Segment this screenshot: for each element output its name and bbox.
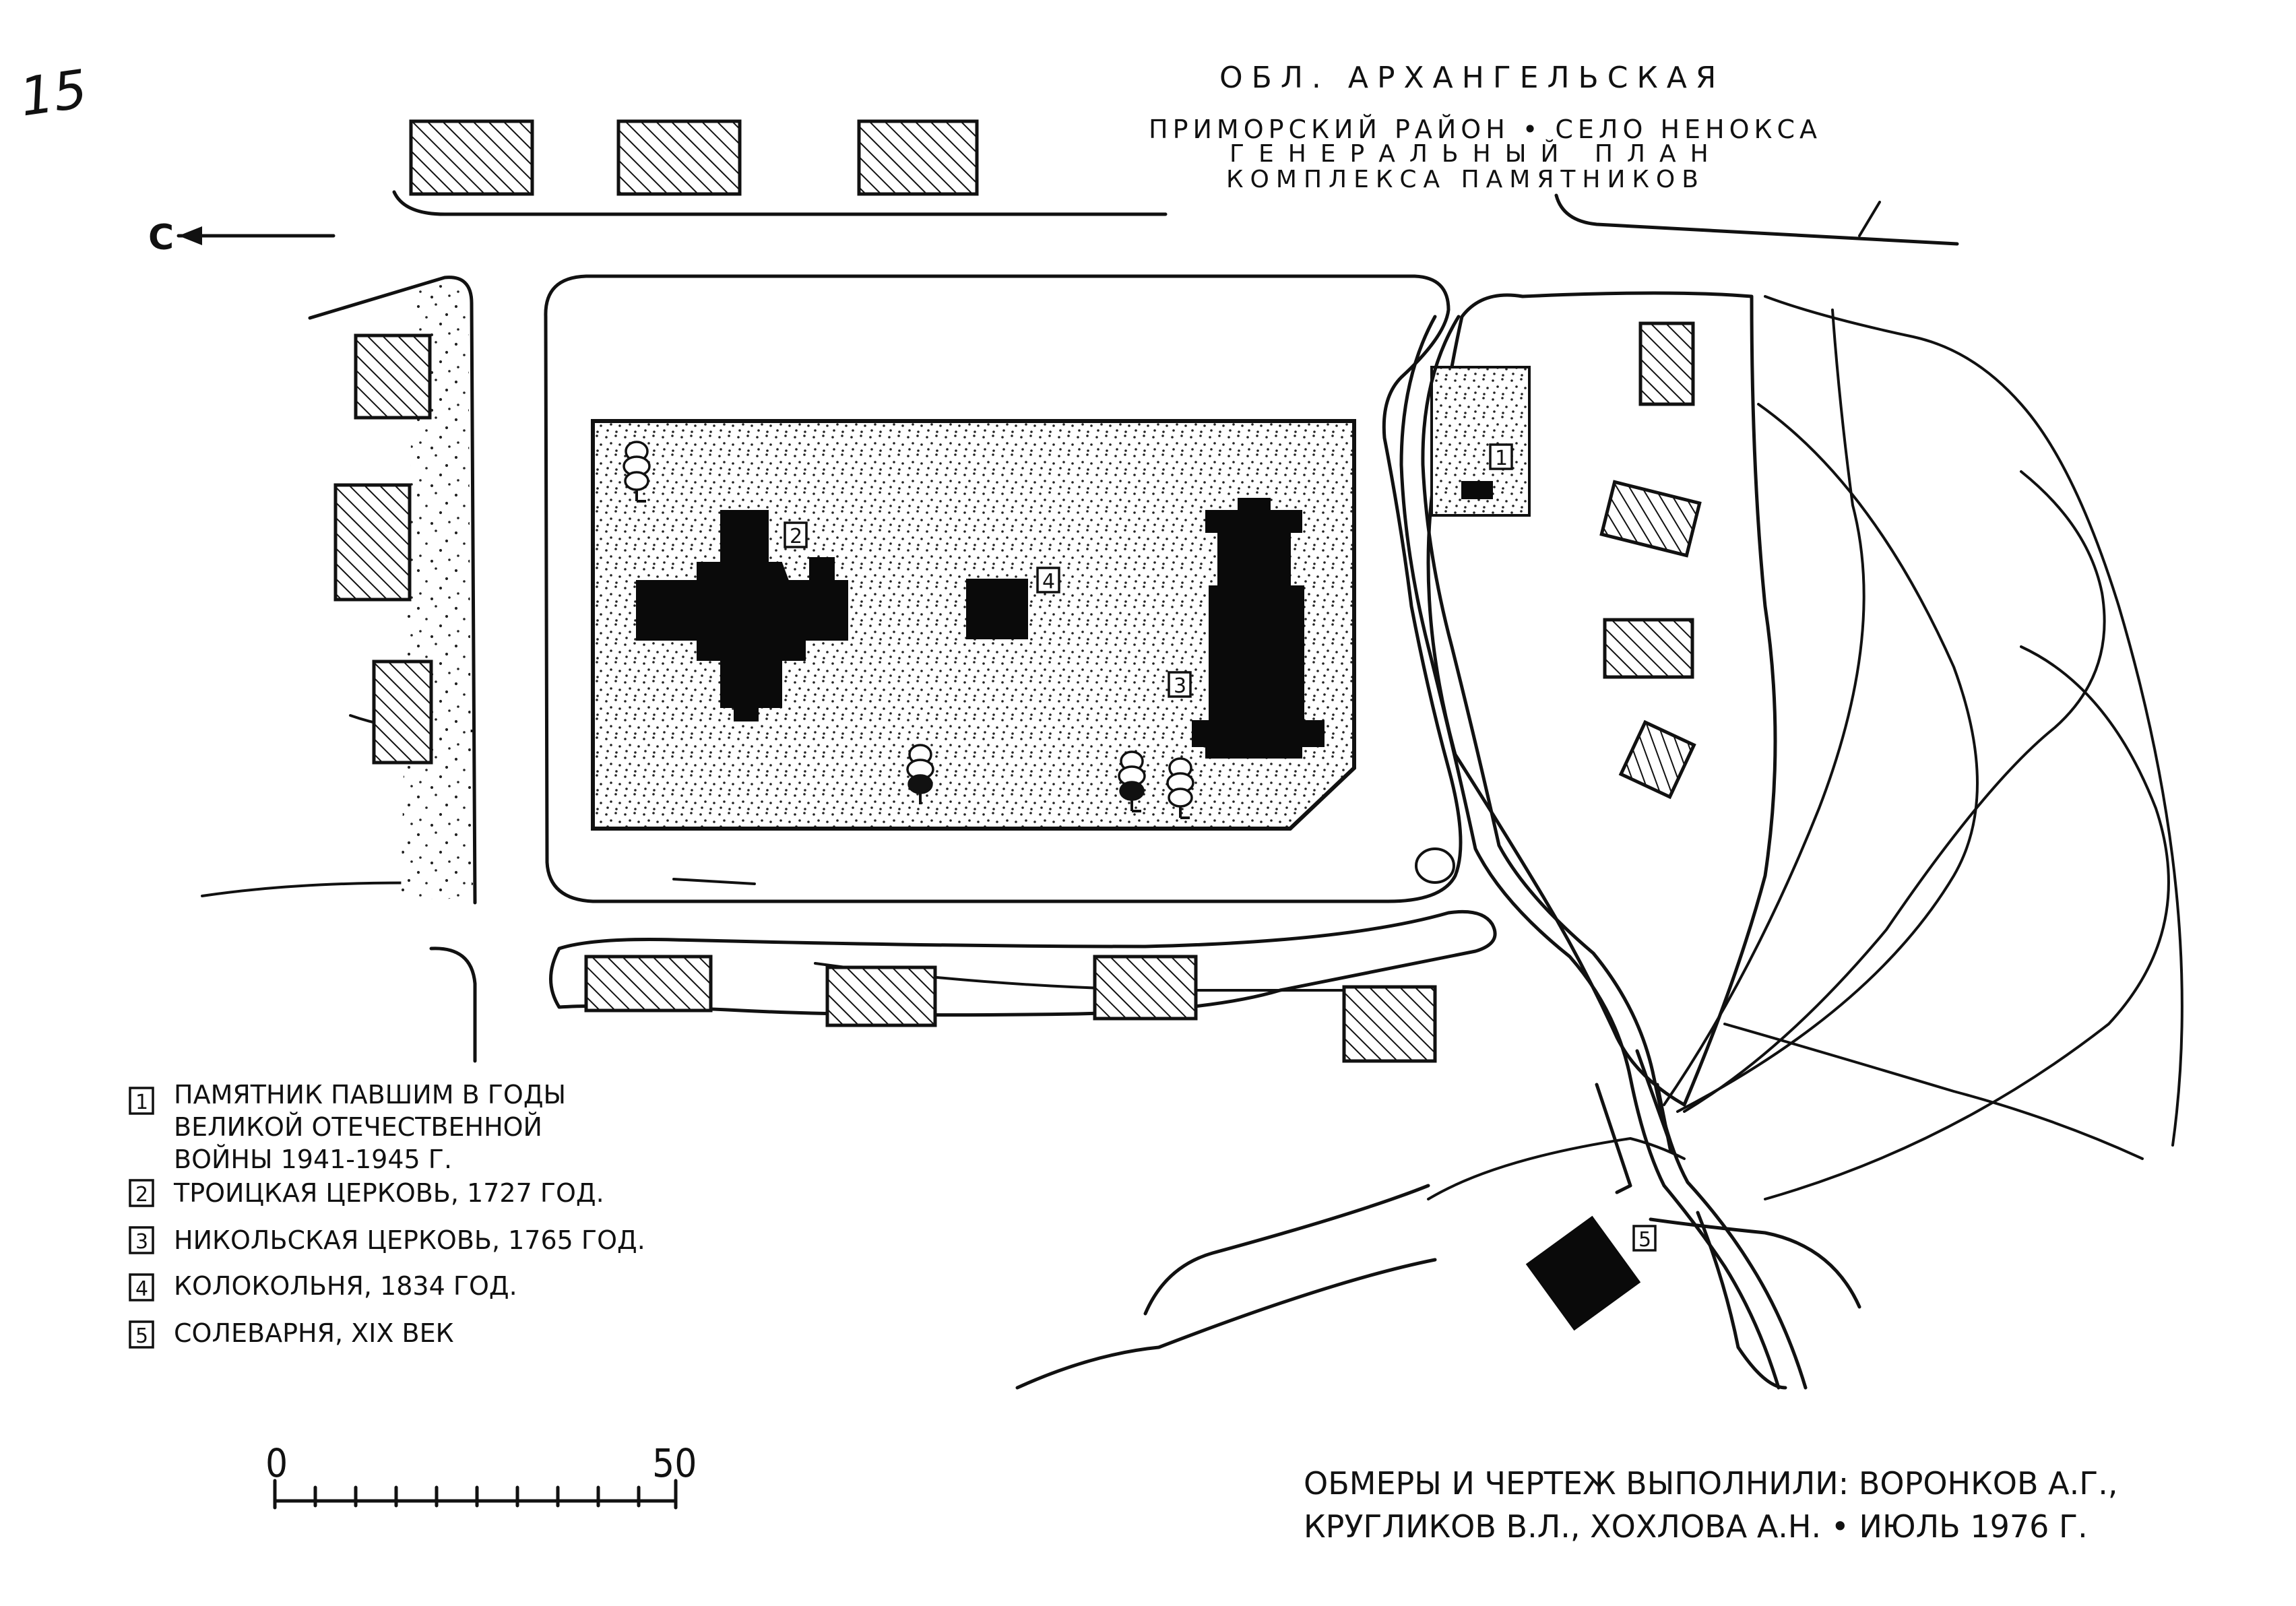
salt-works <box>1525 1215 1641 1331</box>
legend-item-1: 1 ПАМЯТНИК ПАВШИМ В ГОДЫ ВЕЛИКОЙ ОТЕЧЕСТ… <box>129 1080 566 1174</box>
trinity-church <box>636 510 848 721</box>
nicholas-church <box>1192 498 1325 759</box>
marker-3: 3 <box>1168 671 1192 698</box>
houses <box>333 119 1702 1063</box>
house <box>616 119 742 196</box>
road-lines <box>201 190 2183 1390</box>
house <box>354 333 432 420</box>
tree-icon <box>1118 750 1146 812</box>
tree-icon <box>623 441 651 503</box>
scale-end-label: 50 <box>652 1440 697 1486</box>
house <box>1599 480 1702 558</box>
svg-text:ТРОИЦКАЯ ЦЕРКОВЬ, 1727 ГОД.: ТРОИЦКАЯ ЦЕРКОВЬ, 1727 ГОД. <box>173 1178 604 1208</box>
svg-text:5: 5 <box>1638 1228 1651 1252</box>
legend-item-2: 2 ТРОИЦКАЯ ЦЕРКОВЬ, 1727 ГОД. <box>129 1178 604 1208</box>
legend: 1 ПАМЯТНИК ПАВШИМ В ГОДЫ ВЕЛИКОЙ ОТЕЧЕСТ… <box>129 1080 645 1349</box>
svg-text:3: 3 <box>1174 674 1186 698</box>
title-district: ПРИМОРСКИЙ РАЙОН • СЕЛО НЕНОКСА <box>1149 115 1822 144</box>
trees <box>623 441 1194 819</box>
marker-1: 1 <box>1489 443 1513 470</box>
svg-text:3: 3 <box>135 1230 148 1254</box>
legend-item-3: 3 НИКОЛЬСКАЯ ЦЕРКОВЬ, 1765 ГОД. <box>129 1225 645 1255</box>
svg-text:КОЛОКОЛЬНЯ, 1834 ГОД.: КОЛОКОЛЬНЯ, 1834 ГОД. <box>174 1271 517 1301</box>
title-plan-line1: ГЕНЕРАЛЬНЫЙ ПЛАН <box>1230 139 1723 168</box>
legend-item-4: 4 КОЛОКОЛЬНЯ, 1834 ГОД. <box>129 1271 517 1302</box>
marker-5: 5 <box>1632 1225 1657 1252</box>
north-label: С <box>148 218 174 258</box>
house <box>1618 719 1696 800</box>
svg-text:СОЛЕВАРНЯ, XIX ВЕК: СОЛЕВАРНЯ, XIX ВЕК <box>174 1318 454 1348</box>
house <box>825 965 937 1027</box>
svg-text:4: 4 <box>135 1277 148 1301</box>
house <box>1093 955 1198 1021</box>
map-markers: 1 2 3 4 5 <box>784 443 1657 1252</box>
house <box>584 955 713 1013</box>
svg-text:ПАМЯТНИК ПАВШИМ В ГОДЫ: ПАМЯТНИК ПАВШИМ В ГОДЫ <box>174 1080 566 1110</box>
credits: ОБМЕРЫ И ЧЕРТЕЖ ВЫПОЛНИЛИ: ВОРОНКОВ А.Г.… <box>1304 1465 2118 1545</box>
legend-item-5: 5 СОЛЕВАРНЯ, XIX ВЕК <box>129 1318 454 1349</box>
svg-text:ВЕЛИКОЙ ОТЕЧЕСТВЕННОЙ: ВЕЛИКОЙ ОТЕЧЕСТВЕННОЙ <box>174 1112 542 1142</box>
war-memorial <box>1461 481 1493 499</box>
tree-icon <box>906 744 934 804</box>
scale-start-label: 0 <box>265 1440 288 1486</box>
plan-title: ОБЛ. АРХАНГЕЛЬСКАЯ ПРИМОРСКИЙ РАЙОН • СЕ… <box>1149 61 1822 193</box>
sheet-number: 15 <box>16 59 91 129</box>
tree-icon <box>1166 757 1194 819</box>
north-arrow: С <box>148 218 336 258</box>
svg-text:1: 1 <box>1495 447 1508 470</box>
svg-text:2: 2 <box>135 1183 148 1207</box>
marker-2: 2 <box>784 521 808 548</box>
svg-text:4: 4 <box>1042 570 1055 593</box>
house <box>1342 985 1437 1063</box>
bell-tower <box>966 579 1028 639</box>
svg-text:5: 5 <box>135 1324 148 1348</box>
svg-text:НИКОЛЬСКАЯ ЦЕРКОВЬ, 1765 ГОД.: НИКОЛЬСКАЯ ЦЕРКОВЬ, 1765 ГОД. <box>174 1225 645 1255</box>
credits-line2: КРУГЛИКОВ В.Л., ХОХЛОВА А.Н. • ИЮЛЬ 1976… <box>1304 1508 2088 1545</box>
house <box>1638 321 1695 406</box>
svg-text:ВОЙНЫ 1941-1945 Г.: ВОЙНЫ 1941-1945 Г. <box>174 1145 452 1174</box>
house <box>333 483 412 602</box>
title-region: ОБЛ. АРХАНГЕЛЬСКАЯ <box>1219 61 1725 95</box>
title-plan-line2: КОМПЛЕКСА ПАМЯТНИКОВ <box>1226 166 1705 193</box>
svg-text:2: 2 <box>790 525 802 548</box>
house <box>409 119 534 196</box>
house <box>1603 618 1694 679</box>
marker-4: 4 <box>1036 567 1060 593</box>
house <box>372 660 433 765</box>
credits-line1: ОБМЕРЫ И ЧЕРТЕЖ ВЫПОЛНИЛИ: ВОРОНКОВ А.Г.… <box>1304 1465 2118 1502</box>
svg-text:1: 1 <box>135 1091 148 1114</box>
monuments <box>636 481 1641 1331</box>
house <box>857 119 979 196</box>
scale-bar: 0 50 <box>265 1440 697 1510</box>
river <box>1399 315 1808 1390</box>
